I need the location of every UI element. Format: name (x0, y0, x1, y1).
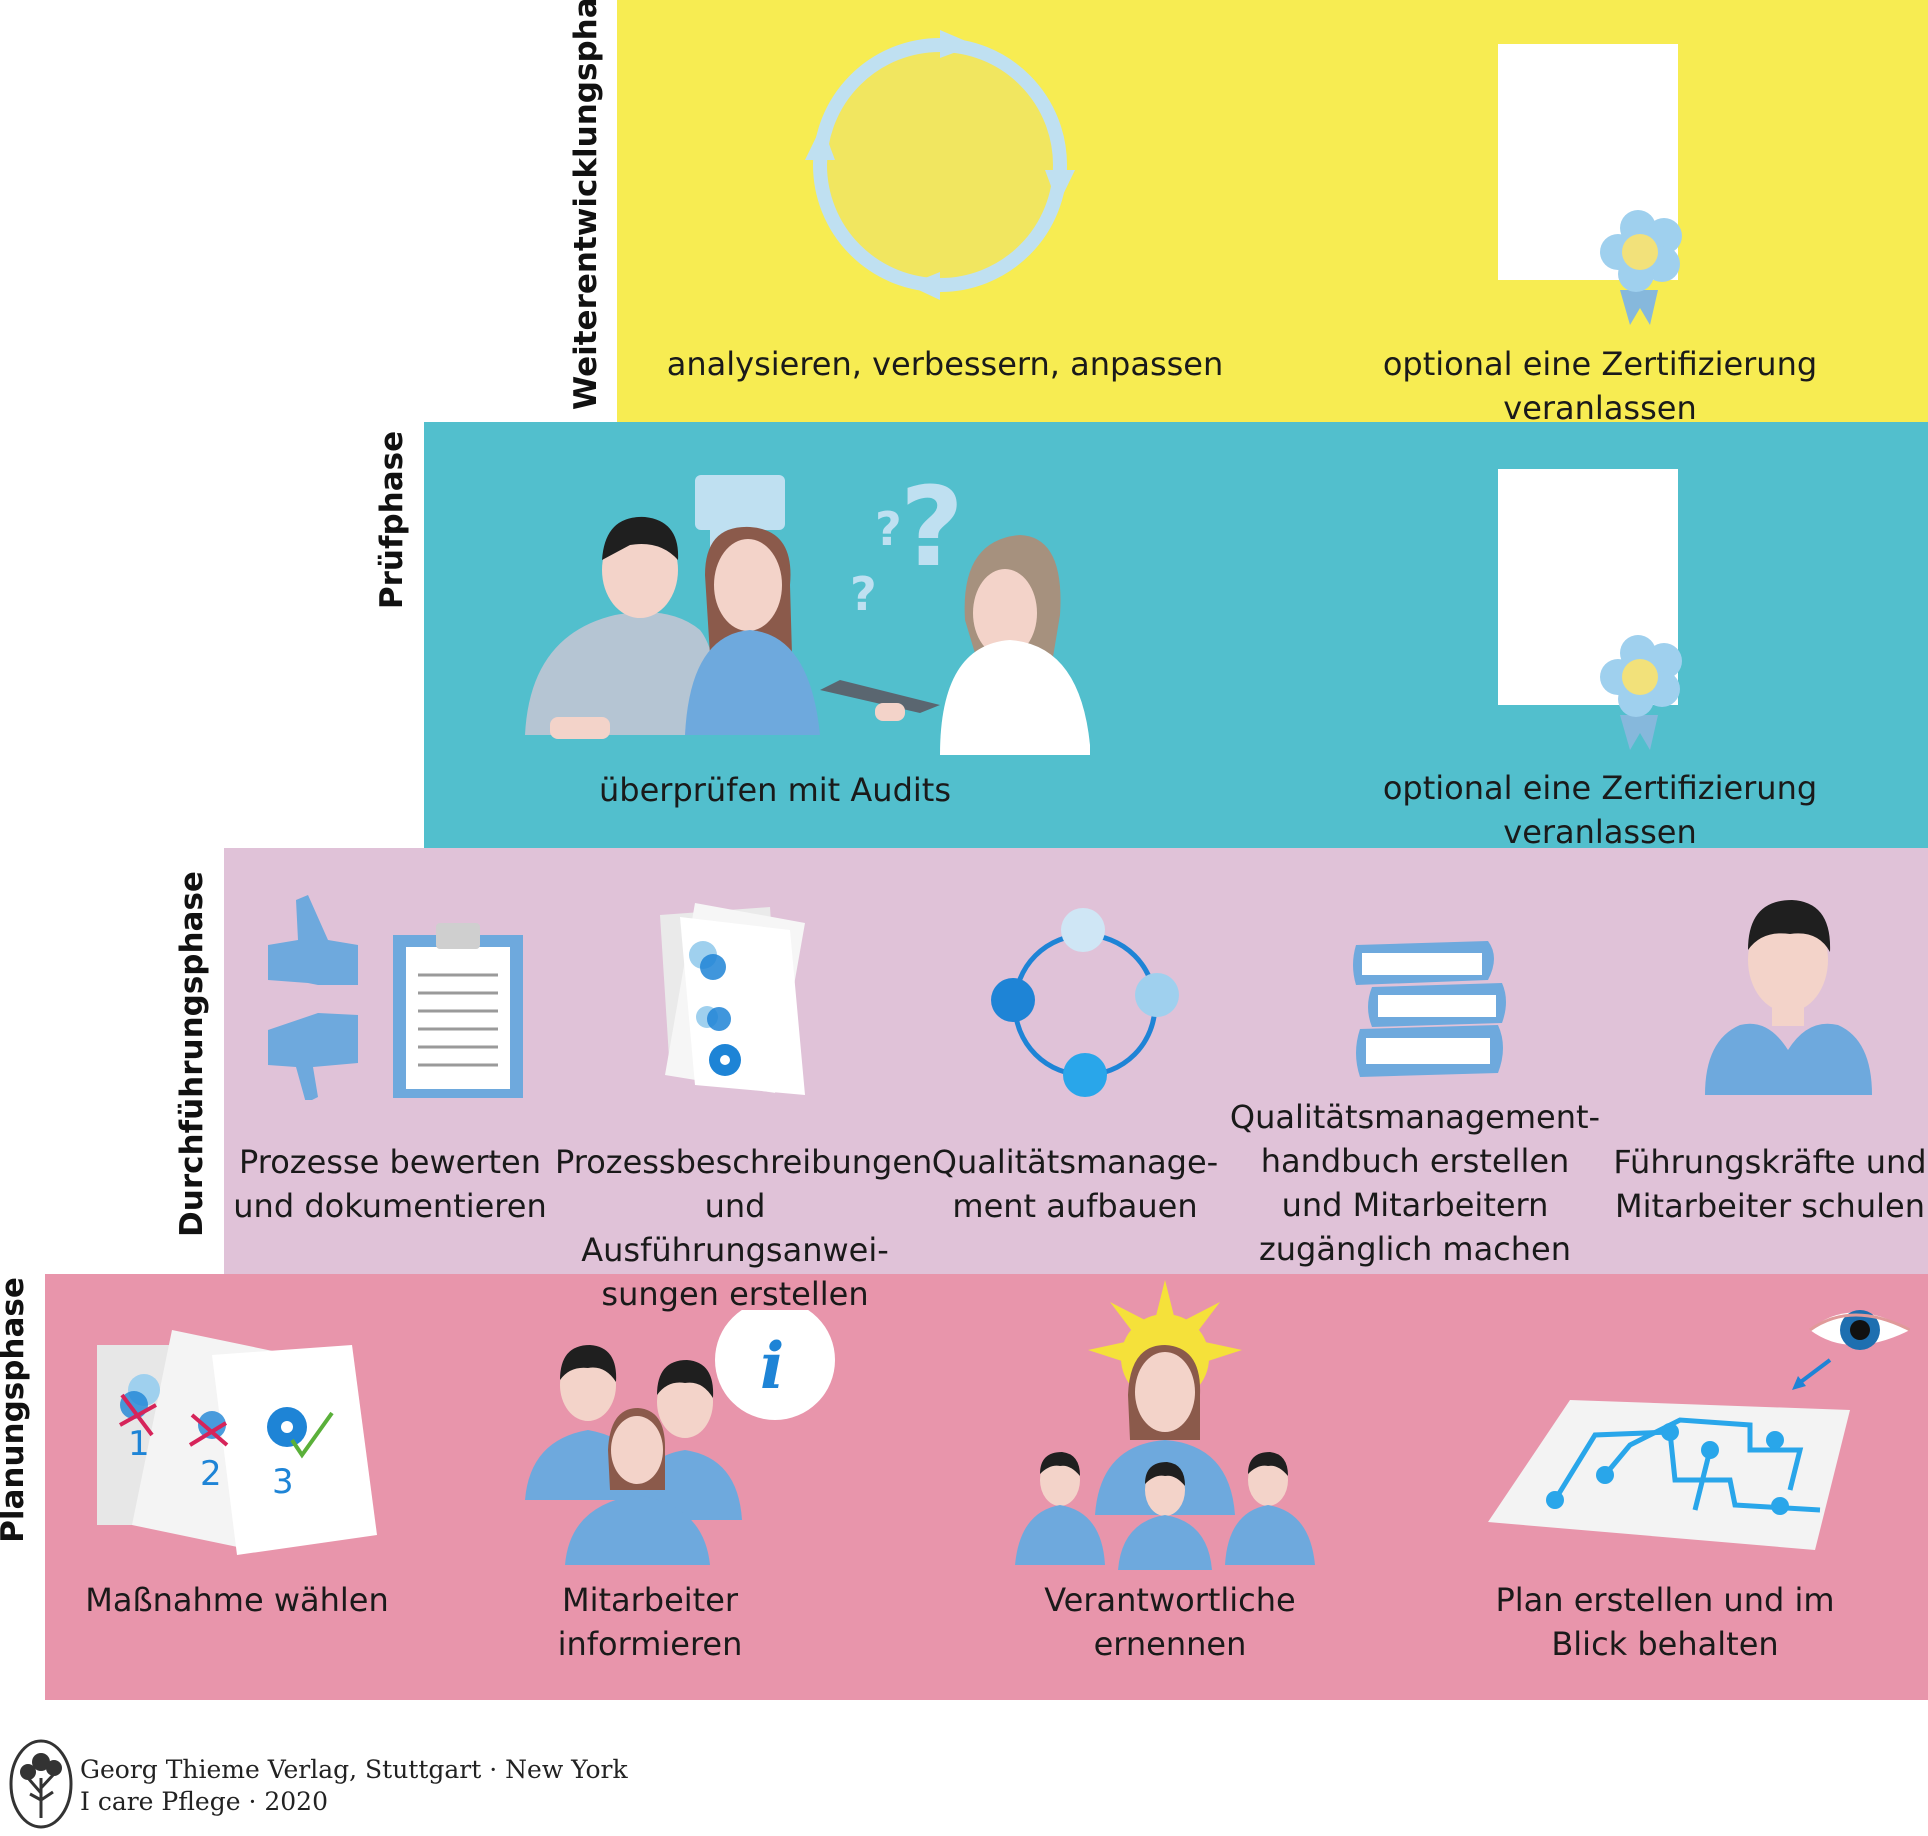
certificate-icon-2 (1498, 469, 1682, 750)
thumbs-clipboard-icon (268, 895, 523, 1100)
publisher-line-2: I care Pflege · 2020 (80, 1787, 328, 1816)
caption-analysieren: analysieren, verbessern, anpassen (666, 345, 1224, 383)
caption-zertifizierung-1: optional eine Zertifizierung veranlassen (1382, 345, 1818, 427)
phase-label-durchfuehrung: Durchführungsphase (174, 871, 210, 1237)
caption-prozessbeschreibungen: Prozessbeschreibungen und Ausführungsanw… (555, 1143, 933, 1313)
caption-audits: überprüfen mit Audits (599, 771, 951, 809)
info-people-icon: i (525, 1310, 835, 1565)
caption-qm-handbuch: Qualitätsmanagement- handbuch erstellen … (1229, 1098, 1601, 1268)
plan-map-eye-icon (1488, 1310, 1910, 1550)
caption-prozesse: Prozesse bewerten und dokumentieren (233, 1143, 547, 1225)
phase-label-weiterentwicklung: Weiterentwicklungsphase (568, 0, 604, 410)
svg-text:?: ? (850, 567, 877, 621)
caption-verantwortliche: Verantwortliche ernennen (1044, 1581, 1296, 1663)
svg-text:?: ? (900, 463, 964, 591)
svg-text:?: ? (875, 502, 902, 556)
caption-mitarbeiter-informieren: Mitarbeiter informieren (557, 1581, 743, 1663)
cycle-icon (805, 30, 1075, 300)
publisher-tree-logo (9, 1739, 73, 1829)
certificate-icon (1498, 44, 1682, 325)
documents-icon (660, 903, 805, 1095)
caption-qm-aufbauen: Qualitätsmanage- ment aufbauen (931, 1143, 1219, 1225)
svg-text:i: i (760, 1329, 784, 1404)
network-icon (991, 908, 1179, 1097)
publisher-line-1: Georg Thieme Verlag, Stuttgart · New Yor… (80, 1755, 628, 1784)
svg-text:1: 1 (128, 1424, 150, 1464)
books-icon (1353, 941, 1506, 1077)
caption-zertifizierung-2: optional eine Zertifizierung veranlassen (1382, 769, 1818, 851)
employee-icon (1705, 900, 1872, 1095)
svg-text:2: 2 (200, 1454, 222, 1494)
caption-schulen: Führungskräfte und Mitarbeiter schulen (1613, 1143, 1927, 1225)
numbered-documents-icon: 1 2 3 (97, 1330, 377, 1555)
caption-massnahme: Maßnahme wählen (85, 1581, 389, 1619)
caption-plan-erstellen: Plan erstellen und im Blick behalten (1495, 1581, 1835, 1663)
leader-team-icon (1015, 1280, 1315, 1570)
phase-label-planung: Planungsphase (0, 1277, 31, 1543)
audit-people-icon: ? ? ? (525, 463, 1090, 755)
svg-text:3: 3 (272, 1462, 294, 1502)
phase-label-pruefphase: Prüfphase (374, 430, 410, 610)
